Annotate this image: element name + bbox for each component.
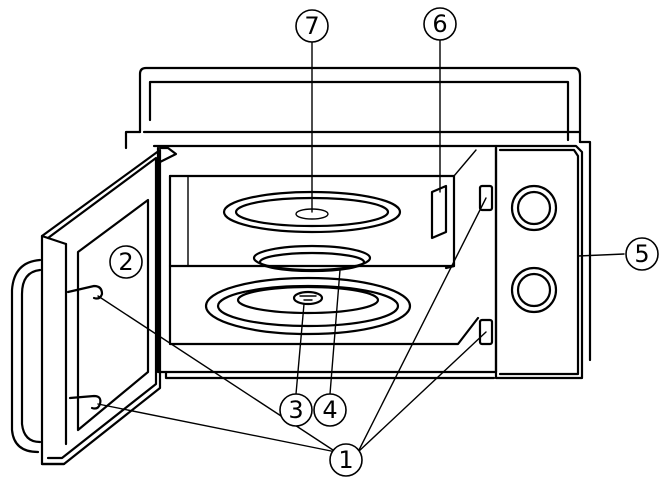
- callout-4: 4: [313, 393, 347, 427]
- turntable-base: [204, 276, 412, 336]
- callout-5: 5: [625, 237, 659, 271]
- callout-7-label: 7: [304, 12, 319, 40]
- roller-ring: [252, 244, 372, 273]
- cabinet-body: [124, 66, 592, 362]
- callout-1-label: 1: [338, 446, 353, 474]
- leader-lines: [97, 39, 625, 453]
- callout-2-label: 2: [118, 248, 133, 276]
- callout-4-label: 4: [322, 396, 337, 424]
- callout-2: 2: [109, 245, 143, 279]
- oven-door: [40, 146, 178, 466]
- control-panel: [494, 144, 584, 380]
- callout-7: 7: [295, 9, 329, 43]
- callout-6-label: 6: [432, 10, 447, 38]
- callout-5-label: 5: [634, 240, 649, 268]
- door-hooks: [66, 284, 104, 410]
- oven-cavity: [156, 146, 498, 380]
- door-latch-slots: [478, 184, 494, 346]
- callout-1: 1: [329, 443, 363, 477]
- wave-guide: [430, 184, 448, 240]
- callout-6: 6: [423, 7, 457, 41]
- callout-3: 3: [279, 393, 313, 427]
- callout-3-label: 3: [288, 396, 303, 424]
- door-handle: [10, 258, 42, 454]
